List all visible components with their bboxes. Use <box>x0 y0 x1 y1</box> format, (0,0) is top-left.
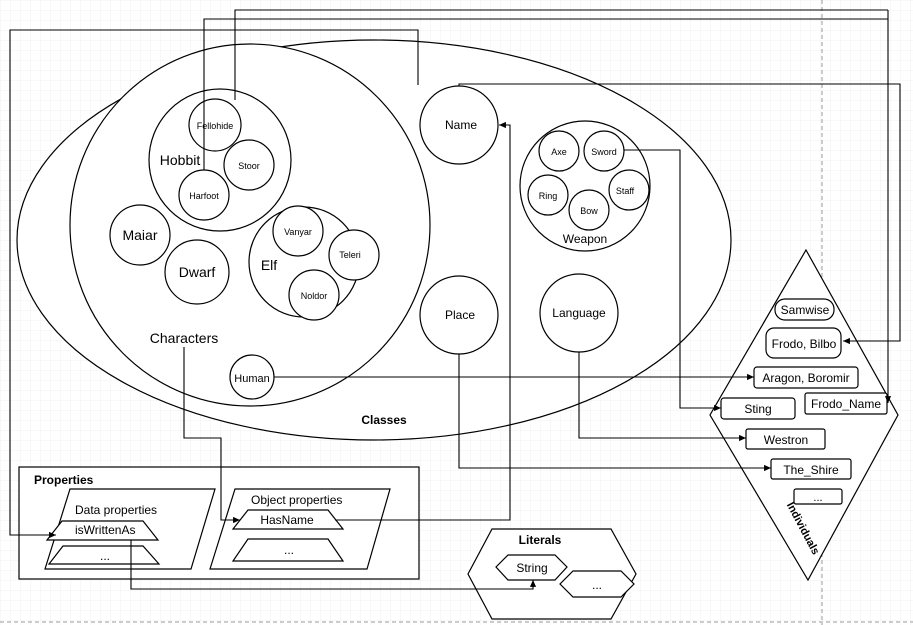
frodo-name-box[interactable] <box>804 392 888 415</box>
sword-circle[interactable] <box>583 130 625 172</box>
literal-more-hexagon[interactable] <box>559 570 635 598</box>
bow-label: Bow <box>580 206 598 216</box>
string-hexagon[interactable] <box>495 554 568 581</box>
frodo-bilbo-box[interactable] <box>765 327 842 359</box>
westron-box[interactable] <box>745 428 826 450</box>
fellohide-label: Fellohide <box>197 121 234 131</box>
frodo-bilbo-label: Frodo, Bilbo <box>772 337 837 351</box>
aragon-boromir-label: Aragon, Boromir <box>762 371 849 385</box>
classes-label: Classes <box>361 413 407 427</box>
data-properties-more-label: ... <box>100 549 110 563</box>
axe-label: Axe <box>551 147 567 157</box>
teleri-label: Teleri <box>339 250 361 260</box>
literal-more-label: ... <box>592 578 602 592</box>
maiar-label: Maiar <box>122 227 157 243</box>
noldor-label: Noldor <box>301 291 328 301</box>
connector-is-written-as-to-string <box>130 540 537 590</box>
ring-label: Ring <box>539 191 558 201</box>
staff-circle[interactable] <box>608 169 650 211</box>
samwise-label: Samwise <box>781 303 830 317</box>
string-label: String <box>516 561 547 575</box>
connector-language-to-westron <box>578 352 746 442</box>
noldor-circle[interactable] <box>288 269 340 321</box>
staff-label: Staff <box>616 186 635 196</box>
object-properties-label: Object properties <box>251 493 342 507</box>
connector-fellohide-top <box>234 9 888 100</box>
ring-circle[interactable] <box>527 174 569 216</box>
connector-harfoot-individual <box>203 18 892 403</box>
human-label: Human <box>234 373 269 385</box>
dwarf-circle[interactable] <box>164 239 230 305</box>
object-properties-more-shape[interactable] <box>231 538 345 562</box>
dwarf-label: Dwarf <box>179 264 216 280</box>
vanyar-label: Vanyar <box>284 227 312 237</box>
hobbit-label: Hobbit <box>160 152 201 168</box>
characters-label: Characters <box>150 330 218 346</box>
individuals-more-box[interactable] <box>793 488 843 505</box>
stoor-circle[interactable] <box>223 139 275 191</box>
object-properties-more-label: ... <box>284 543 294 557</box>
place-label: Place <box>445 308 475 322</box>
language-label: Language <box>552 306 606 320</box>
fellohide-circle[interactable] <box>188 98 242 152</box>
literals-label: Literals <box>519 533 562 547</box>
connector-place-to-the-shire <box>458 354 771 472</box>
connector-name-to-frodo-bilbo <box>458 83 901 345</box>
frodo-name-label: Frodo_Name <box>811 397 881 411</box>
elf-label: Elf <box>261 257 277 273</box>
connector-sword-to-sting <box>624 149 721 412</box>
teleri-circle[interactable] <box>328 229 380 281</box>
connector-name-to-is-written-as <box>9 29 419 539</box>
has-name-label: HasName <box>260 513 314 527</box>
name-label: Name <box>445 118 477 132</box>
sword-label: Sword <box>591 147 617 157</box>
sting-label: Sting <box>744 402 771 416</box>
data-properties-label: Data properties <box>75 503 157 517</box>
stoor-label: Stoor <box>238 161 260 171</box>
vanyar-circle[interactable] <box>272 205 324 257</box>
is-written-as-label: isWrittenAs <box>75 523 135 537</box>
axe-circle[interactable] <box>538 130 580 172</box>
the-shire-box[interactable] <box>770 458 852 480</box>
individuals-more-label: ... <box>813 492 822 504</box>
individuals-diamond[interactable] <box>709 248 899 582</box>
westron-label: Westron <box>764 433 808 447</box>
properties-label: Properties <box>34 473 94 487</box>
the-shire-label: The_Shire <box>783 463 839 477</box>
harfoot-label: Harfoot <box>189 191 219 201</box>
connector-has-name-to-name <box>335 121 511 521</box>
connector-characters-to-has-name <box>183 347 240 524</box>
weapon-label: Weapon <box>563 232 607 246</box>
bow-circle[interactable] <box>568 189 610 231</box>
samwise-box[interactable] <box>774 298 835 321</box>
maiar-circle[interactable] <box>109 204 171 266</box>
